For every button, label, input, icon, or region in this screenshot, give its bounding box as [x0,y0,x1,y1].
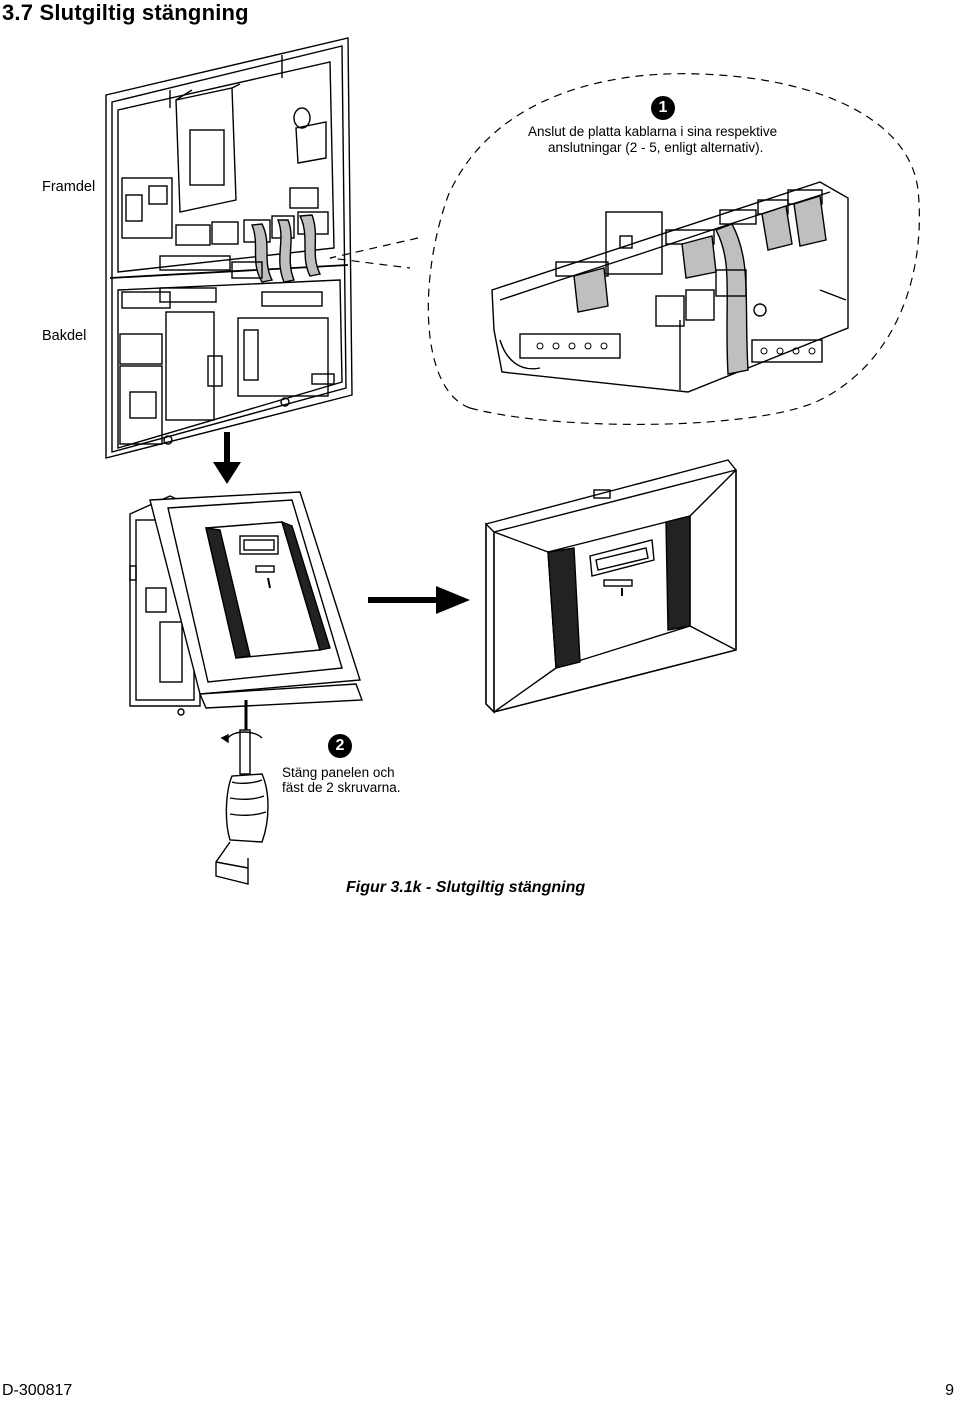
footer-doc-id: D-300817 [2,1382,73,1399]
zoomed-connectors [491,181,849,393]
figure-caption: Figur 3.1k - Slutgiltig stängning [346,879,586,896]
footer-page-number: 9 [945,1382,954,1399]
step1-text-line1: Anslut de platta kablarna i sina respekt… [528,124,778,139]
step2-badge: 2 [328,734,352,758]
down-arrow [213,432,241,484]
front-label: Framdel [42,179,96,195]
step2-text-line2: fäst de 2 skruvarna. [282,780,401,795]
step1-badge: 1 [651,96,675,120]
closing-panel-illustration [129,491,363,730]
right-arrow [368,586,470,614]
step2-text-line1: Stäng panelen och [282,765,395,780]
screwdriver-hand-illustration [215,729,269,885]
closed-panel-illustration [485,459,737,714]
section-title: 3.7 Slutgiltig stängning [2,0,249,25]
open-panel-illustration [105,37,353,459]
step1-text-line2: anslutningar (2 - 5, enligt alternativ). [548,140,764,155]
back-label: Bakdel [42,328,87,344]
zoom-callout-bubble [329,73,920,425]
